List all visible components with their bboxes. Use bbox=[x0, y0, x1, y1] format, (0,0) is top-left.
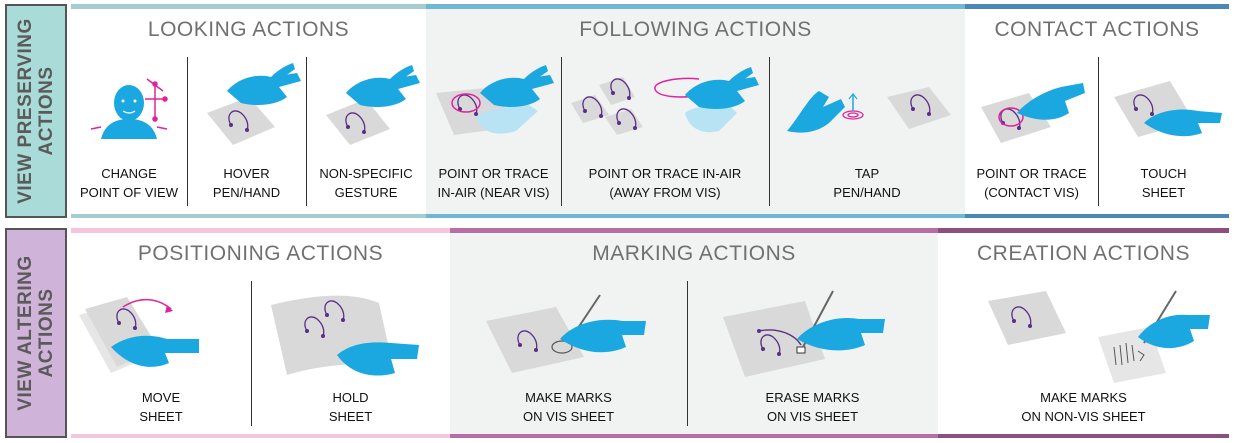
section-title: POSITIONING ACTIONS bbox=[71, 242, 450, 266]
label-line1: HOLD bbox=[332, 390, 368, 405]
label-line2: PEN/HAND bbox=[833, 185, 900, 200]
label-line2: POINT OF VIEW bbox=[80, 185, 178, 200]
label-line2: GESTURE bbox=[335, 185, 398, 200]
label-line2: (AWAY FROM VIS) bbox=[609, 185, 720, 200]
cell-non-specific-gesture: NON-SPECIFIC GESTURE bbox=[306, 57, 426, 214]
label-line2: (CONTACT VIS) bbox=[984, 185, 1079, 200]
label-line2: IN-AIR (NEAR VIS) bbox=[438, 185, 550, 200]
label-line1: MAKE MARKS bbox=[1040, 390, 1127, 405]
section-title: CONTACT ACTIONS bbox=[965, 18, 1229, 42]
cell-contact-trace: POINT OR TRACE (CONTACT VIS) bbox=[965, 57, 1098, 214]
erase-marks-icon bbox=[687, 281, 938, 391]
side-label-line2: ACTIONS bbox=[36, 289, 57, 378]
label-line2: ON VIS SHEET bbox=[767, 409, 858, 424]
cell-hold-sheet: HOLD SHEET bbox=[251, 281, 450, 434]
positioning-actions-section: POSITIONING ACTIONS MOVE SHEET HOLD SHEET bbox=[71, 228, 450, 438]
hand-hover-icon bbox=[187, 57, 306, 167]
label-line1: POINT OR TRACE bbox=[976, 166, 1086, 181]
head-with-arrows-icon bbox=[71, 57, 187, 167]
cell-point-trace-near: POINT OR TRACE IN-AIR (NEAR VIS) bbox=[426, 57, 561, 214]
side-label-line1: VIEW PRESERVING bbox=[15, 18, 36, 204]
label-line2: ON VIS SHEET bbox=[523, 409, 614, 424]
cell-tap: TAP PEN/HAND bbox=[769, 57, 965, 214]
cell-move-sheet: MOVE SHEET bbox=[71, 281, 251, 434]
contact-trace-icon bbox=[965, 57, 1098, 167]
hold-sheet-icon bbox=[251, 281, 450, 391]
section-title: FOLLOWING ACTIONS bbox=[426, 18, 965, 42]
label-line2: SHEET bbox=[1142, 185, 1185, 200]
section-title: MARKING ACTIONS bbox=[450, 242, 938, 266]
cell-hover: HOVER PEN/HAND bbox=[187, 57, 306, 214]
label-line2: SHEET bbox=[139, 409, 182, 424]
label-line1: MOVE bbox=[142, 390, 180, 405]
create-marks-icon bbox=[938, 281, 1229, 391]
point-trace-near-icon bbox=[426, 57, 561, 167]
make-marks-icon bbox=[450, 281, 687, 391]
label-line1: POINT OR TRACE bbox=[438, 166, 548, 181]
label-line1: CHANGE bbox=[101, 166, 157, 181]
label-line2: SHEET bbox=[329, 409, 372, 424]
side-label-line1: VIEW ALTERING bbox=[15, 255, 36, 410]
cell-point-trace-away: POINT OR TRACE IN-AIR (AWAY FROM VIS) bbox=[561, 57, 769, 214]
tap-icon bbox=[769, 57, 965, 167]
cell-touch-sheet: TOUCH SHEET bbox=[1098, 57, 1229, 214]
label-line1: TOUCH bbox=[1141, 166, 1187, 181]
label-line2: PEN/HAND bbox=[213, 185, 280, 200]
cell-create-marks: MAKE MARKS ON NON-VIS SHEET bbox=[938, 281, 1229, 434]
move-sheet-icon bbox=[71, 281, 251, 391]
label-line1: MAKE MARKS bbox=[525, 390, 612, 405]
creation-actions-section: CREATION ACTIONS MAKE MARKS ON NON-VIS SH… bbox=[938, 228, 1229, 438]
label-line1: HOVER bbox=[223, 166, 269, 181]
label-line1: POINT OR TRACE IN-AIR bbox=[589, 166, 742, 181]
label-line1: TAP bbox=[855, 166, 879, 181]
cell-erase-marks: ERASE MARKS ON VIS SHEET bbox=[687, 281, 938, 434]
contact-actions-section: CONTACT ACTIONS POINT OR TRACE (CONTACT V… bbox=[965, 4, 1229, 218]
label-line1: NON-SPECIFIC bbox=[319, 166, 412, 181]
marking-actions-section: MARKING ACTIONS MAKE MARKS ON VIS SHEET bbox=[450, 228, 938, 438]
cell-change-point-of-view: CHANGE POINT OF VIEW bbox=[71, 57, 187, 214]
side-label-line2: ACTIONS bbox=[36, 67, 57, 156]
hand-gesture-icon bbox=[306, 57, 426, 167]
following-actions-section: FOLLOWING ACTIONS POINT OR TRACE IN-AIR (… bbox=[426, 4, 965, 218]
cell-make-marks: MAKE MARKS ON VIS SHEET bbox=[450, 281, 687, 434]
looking-actions-section: LOOKING ACTIONS CHANGE POINT OF VIEW bbox=[71, 4, 426, 218]
section-title: LOOKING ACTIONS bbox=[71, 18, 426, 42]
label-line1: ERASE MARKS bbox=[766, 390, 860, 405]
point-trace-away-icon bbox=[561, 57, 769, 167]
touch-sheet-icon bbox=[1098, 57, 1229, 167]
section-title: CREATION ACTIONS bbox=[938, 242, 1229, 266]
label-line2: ON NON-VIS SHEET bbox=[1021, 409, 1145, 424]
